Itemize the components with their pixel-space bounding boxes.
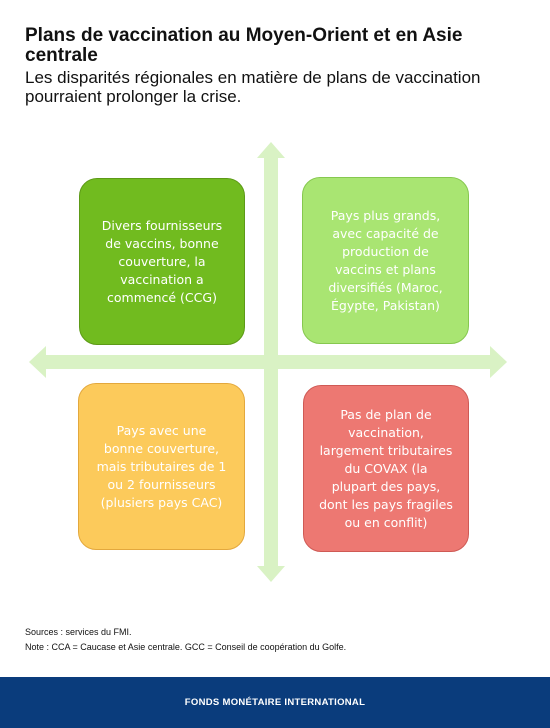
sources-note: Sources : services du FMI. <box>25 627 132 637</box>
quadrant-top-right: Pays plus grands, avec capacité de produ… <box>302 177 469 344</box>
quadrant-top-left-text: Divers fournisseurs de vaccins, bonne co… <box>101 217 223 305</box>
quadrant-top-left: Divers fournisseurs de vaccins, bonne co… <box>79 178 245 345</box>
quadrant-top-right-text: Pays plus grands, avec capacité de produ… <box>328 207 443 313</box>
quadrant-bottom-left: Pays avec une bonne couverture, mais tri… <box>78 383 245 550</box>
abbreviation-note: Note : CCA = Caucase et Asie centrale. G… <box>25 642 347 652</box>
chart-title: Plans de vaccination au Moyen-Orient et … <box>25 25 463 66</box>
chart-subtitle: Les disparités régionales en matière de … <box>25 68 481 106</box>
footer-organization: FONDS MONÉTAIRE INTERNATIONAL <box>184 697 366 708</box>
horizontal-axis-shaft <box>44 355 492 369</box>
arrow-right-icon <box>490 346 507 378</box>
quadrant-bottom-right: Pas de plan de vaccination, largement tr… <box>303 385 469 552</box>
quadrant-bottom-right-text: Pas de plan de vaccination, largement tr… <box>319 406 453 530</box>
arrow-left-icon <box>29 346 46 378</box>
arrow-up-icon <box>257 142 285 158</box>
arrow-down-icon <box>257 566 285 582</box>
quadrant-bottom-left-text: Pays avec une bonne couverture, mais tri… <box>96 422 227 510</box>
footer-bar: FONDS MONÉTAIRE INTERNATIONAL <box>0 677 550 728</box>
